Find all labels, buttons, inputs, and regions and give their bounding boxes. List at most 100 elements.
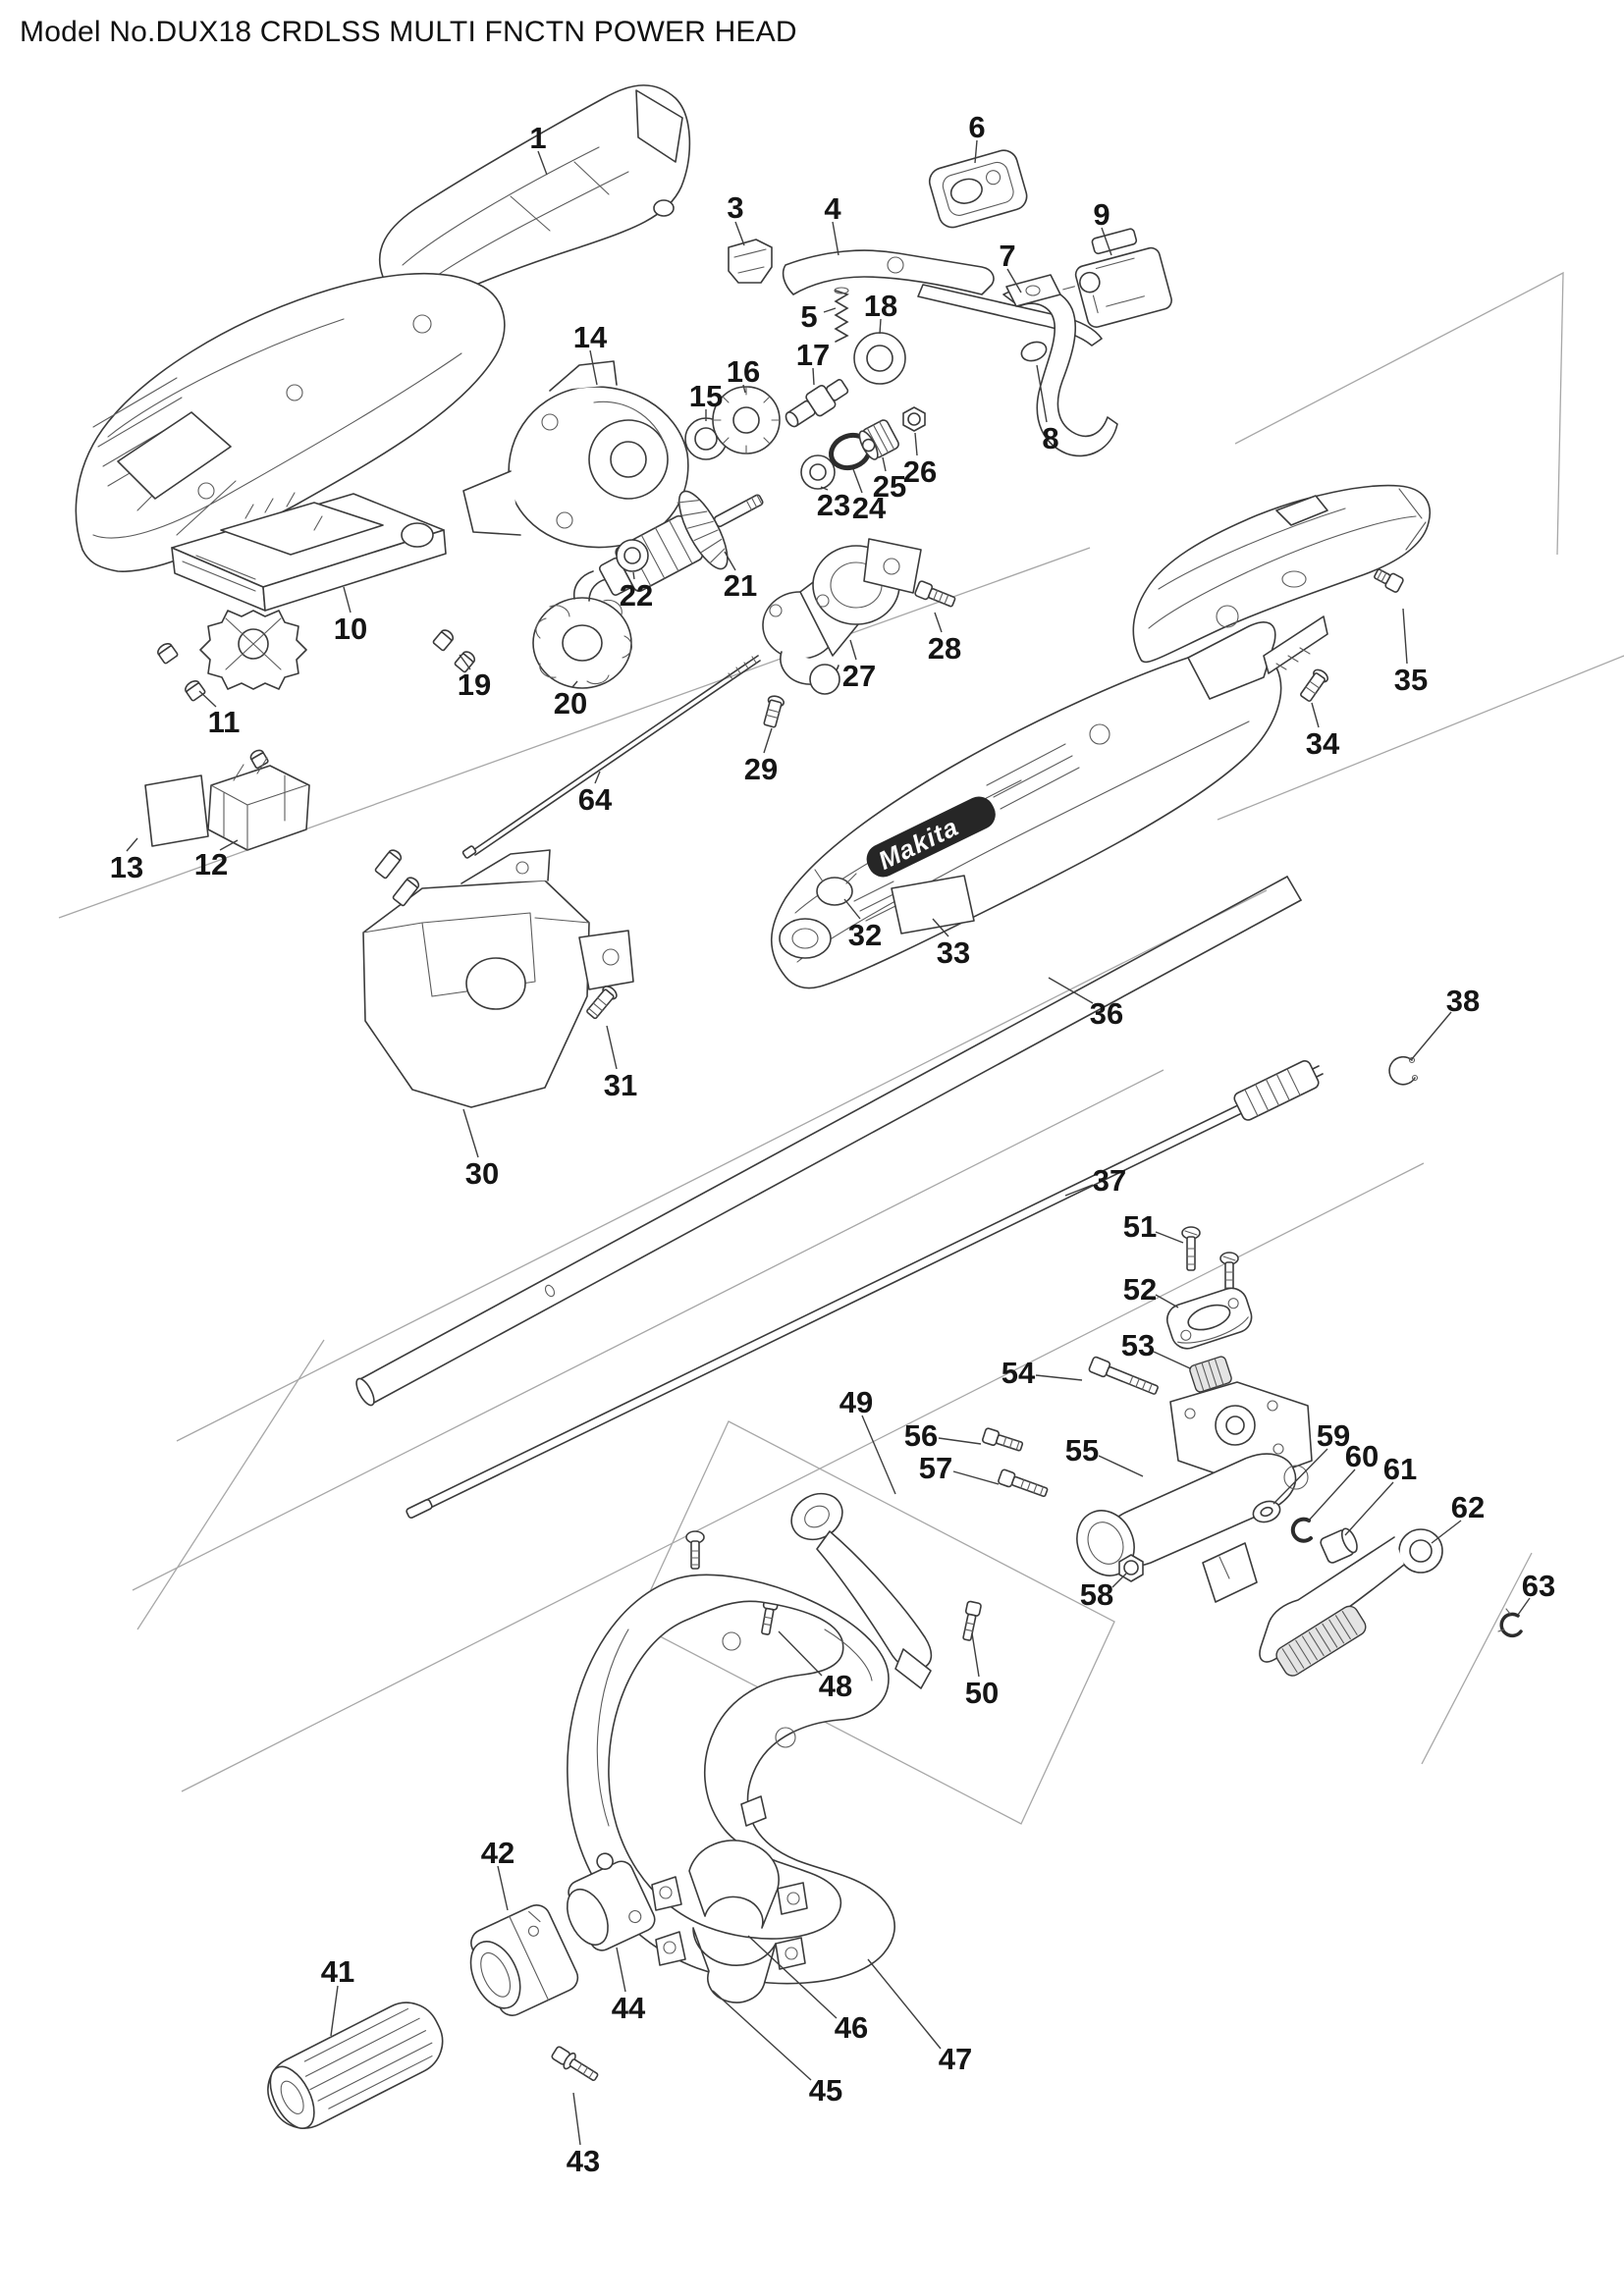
leader-line-27 xyxy=(849,639,857,661)
part-label-26: 26 xyxy=(903,454,937,489)
part-29-screw xyxy=(763,695,785,728)
part-49-throttle-lever xyxy=(790,1492,933,1689)
part-label-34: 34 xyxy=(1306,726,1340,761)
part-label-10: 10 xyxy=(334,612,367,646)
part-gasket-star xyxy=(199,610,307,690)
part-12-terminal-block xyxy=(207,749,310,851)
part-label-18: 18 xyxy=(864,289,897,323)
leader-line-11 xyxy=(198,690,217,708)
leader-line-7 xyxy=(1006,268,1022,294)
leader-line-36 xyxy=(1048,977,1094,1004)
part-44-collar xyxy=(566,1852,656,1951)
leader-line-6 xyxy=(974,139,978,164)
part-label-55: 55 xyxy=(1065,1433,1099,1468)
leader-line-4 xyxy=(832,221,839,256)
leader-line-38 xyxy=(1410,1011,1452,1061)
leader-line-49 xyxy=(861,1415,896,1495)
leader-line-43 xyxy=(572,2092,581,2146)
leader-line-34 xyxy=(1311,702,1320,728)
leader-line-55 xyxy=(1098,1455,1144,1477)
leader-line-33 xyxy=(932,918,949,937)
part-label-41: 41 xyxy=(321,1954,354,1989)
part-label-15: 15 xyxy=(689,379,723,413)
part-label-35: 35 xyxy=(1394,663,1428,697)
leader-line-13 xyxy=(126,837,138,852)
part-label-63: 63 xyxy=(1522,1569,1555,1603)
rear-grip-housing xyxy=(1132,484,1431,664)
leader-line-26 xyxy=(914,432,918,456)
part-label-12: 12 xyxy=(194,847,228,881)
part-4-lockoff-lever xyxy=(782,249,1103,347)
leader-line-58 xyxy=(1111,1573,1127,1588)
part-48-screws xyxy=(685,1530,780,1635)
part-label-59: 59 xyxy=(1317,1418,1350,1453)
leader-line-41 xyxy=(330,1985,339,2037)
part-36-pipe xyxy=(355,876,1302,1407)
part-label-50: 50 xyxy=(965,1676,999,1710)
leader-line-42 xyxy=(497,1865,509,1911)
part-37-drive-shaft xyxy=(406,1059,1324,1519)
leader-line-48 xyxy=(778,1630,823,1677)
part-17-spindle xyxy=(785,379,849,428)
leader-line-21 xyxy=(724,551,736,571)
leader-line-54 xyxy=(1035,1374,1083,1381)
part-label-16: 16 xyxy=(727,354,760,389)
part-1-housing-lower xyxy=(75,272,506,572)
leader-line-8 xyxy=(1036,364,1048,423)
leader-line-32 xyxy=(843,898,861,920)
part-20-stator xyxy=(532,570,633,689)
part-label-36: 36 xyxy=(1090,996,1123,1031)
part-8-ring xyxy=(1020,341,1048,362)
leader-line-25 xyxy=(882,456,887,472)
part-7-bracket xyxy=(1002,274,1118,457)
part-43-bolt xyxy=(551,2046,599,2081)
leader-line-31 xyxy=(606,1025,618,1070)
part-label-43: 43 xyxy=(567,2144,600,2178)
part-31-screw xyxy=(586,986,618,1020)
leader-line-50 xyxy=(971,1632,980,1678)
leader-line-20 xyxy=(571,680,578,688)
leader-line-19 xyxy=(459,654,471,670)
part-14-gear-bracket xyxy=(462,360,689,549)
part-label-60: 60 xyxy=(1345,1439,1379,1473)
part-56-screw xyxy=(982,1427,1024,1452)
leader-line-52 xyxy=(1155,1294,1179,1308)
part-25-pinion xyxy=(858,419,899,460)
part-label-37: 37 xyxy=(1093,1163,1126,1198)
part-label-54: 54 xyxy=(1001,1356,1036,1390)
part-13-plate xyxy=(144,774,209,847)
part-label-44: 44 xyxy=(612,1991,646,2025)
leader-line-10 xyxy=(343,586,352,614)
leader-line-37 xyxy=(1064,1184,1094,1197)
part-label-11: 11 xyxy=(208,705,241,739)
leader-line-59 xyxy=(1272,1448,1328,1505)
part-59-washer xyxy=(1252,1500,1281,1523)
part-63-e-ring xyxy=(1497,1608,1523,1638)
leader-line-62 xyxy=(1431,1520,1462,1544)
part-label-19: 19 xyxy=(458,667,491,702)
part-label-49: 49 xyxy=(839,1385,873,1419)
part-label-14: 14 xyxy=(573,320,608,354)
part-label-4: 4 xyxy=(824,191,841,226)
part-label-62: 62 xyxy=(1451,1490,1485,1524)
part-11-screws xyxy=(157,643,206,702)
part-label-22: 22 xyxy=(620,578,653,613)
part-label-52: 52 xyxy=(1123,1272,1157,1307)
part-6-switch-cover xyxy=(928,149,1028,229)
leader-line-44 xyxy=(616,1947,626,1993)
part-33-label-plate xyxy=(891,875,975,934)
part-41-grip xyxy=(267,2002,444,2129)
part-label-47: 47 xyxy=(939,2042,972,2076)
part-28-bolt xyxy=(914,580,956,608)
part-label-13: 13 xyxy=(110,850,143,884)
leader-line-28 xyxy=(934,612,943,633)
part-3-latch xyxy=(728,239,773,284)
leader-line-3 xyxy=(734,221,745,246)
part-label-64: 64 xyxy=(578,782,613,817)
leader-line-51 xyxy=(1155,1231,1184,1244)
part-30-hanger-bracket xyxy=(362,849,634,1108)
part-46-clamp-upper xyxy=(651,1840,808,1929)
part-label-7: 7 xyxy=(999,239,1015,273)
part-label-61: 61 xyxy=(1383,1452,1417,1486)
